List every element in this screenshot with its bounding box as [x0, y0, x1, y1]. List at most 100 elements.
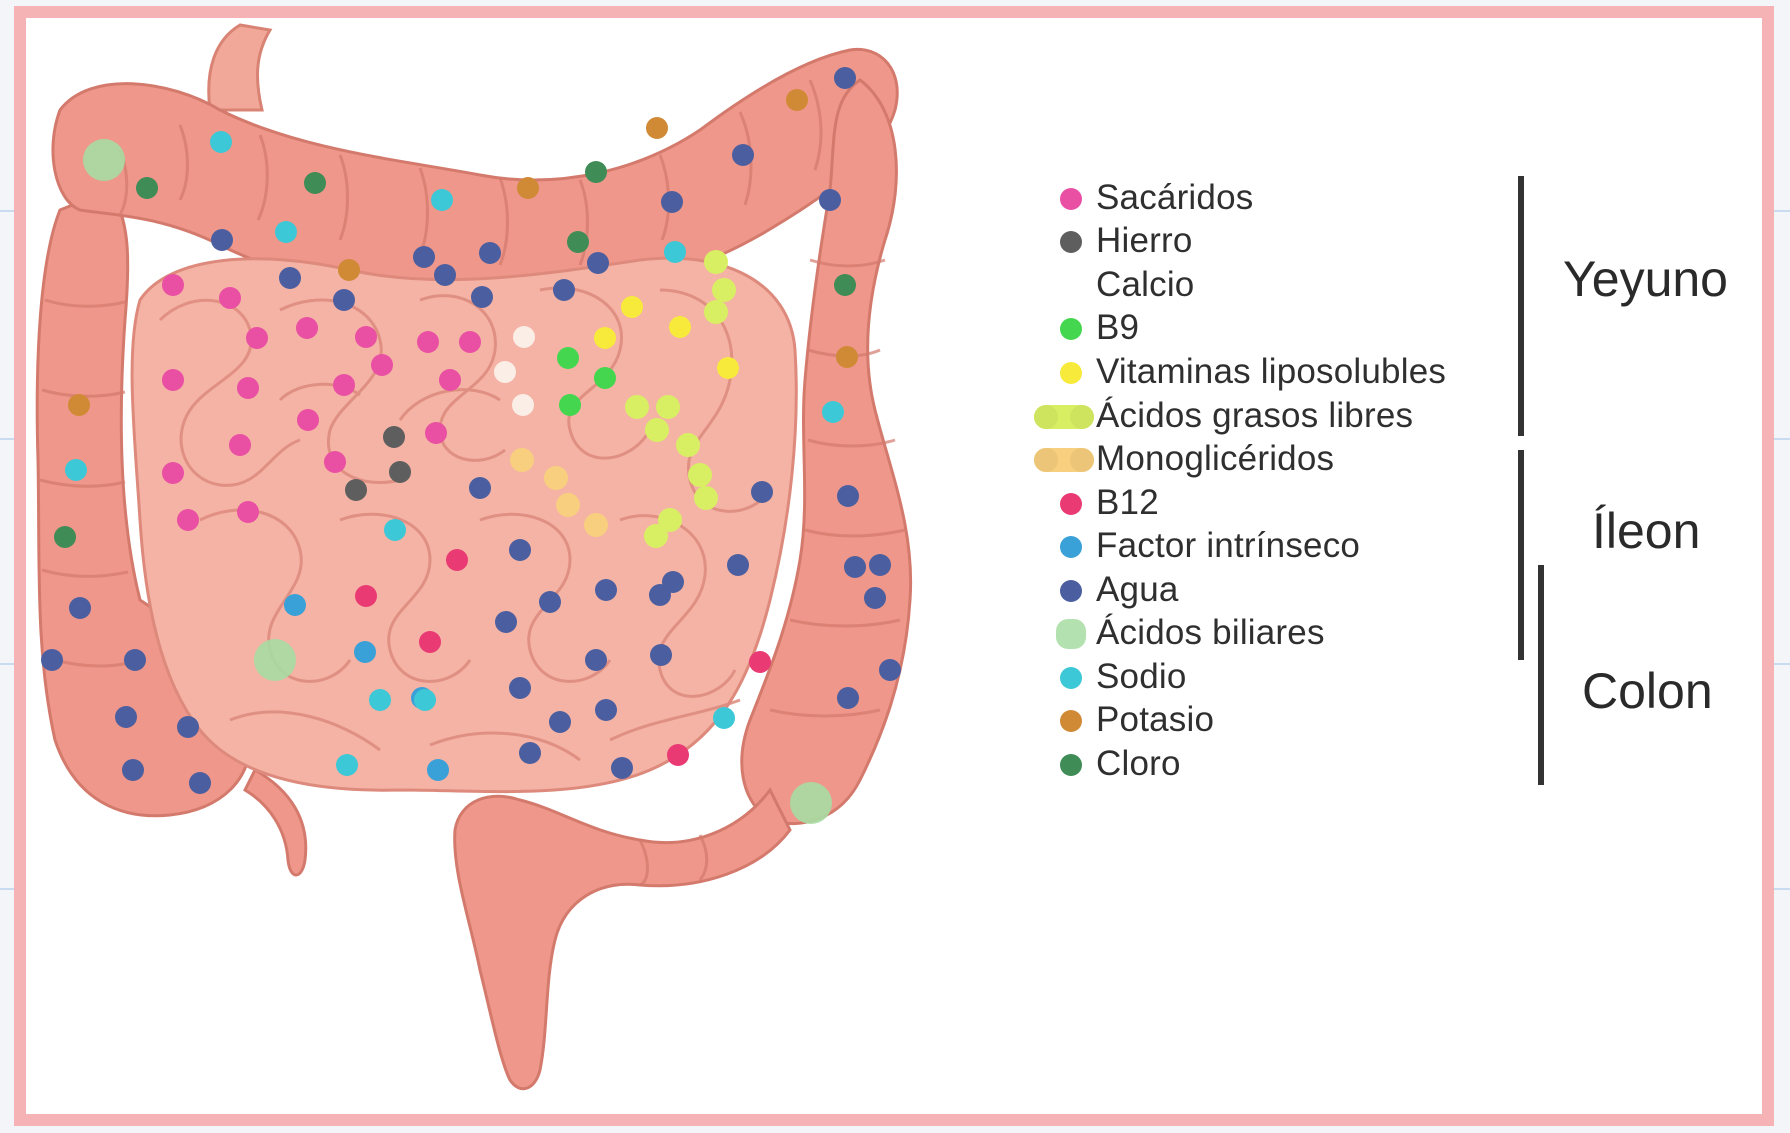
- factor-dot: [427, 759, 449, 781]
- legend-label: Factor intrínseco: [1096, 526, 1360, 566]
- agua-dot: [479, 242, 501, 264]
- agua-dot: [471, 286, 493, 308]
- agua-dot: [469, 477, 491, 499]
- agua-dot: [837, 687, 859, 709]
- agua-dot: [751, 481, 773, 503]
- legend-label: Sacáridos: [1096, 178, 1253, 218]
- legend-label: Hierro: [1096, 221, 1193, 261]
- agua-dot: [434, 264, 456, 286]
- agua-dot: [732, 144, 754, 166]
- agua-dot: [519, 742, 541, 764]
- agua-dot: [279, 267, 301, 289]
- cloro-dot: [136, 177, 158, 199]
- potasio-dot: [68, 394, 90, 416]
- agua-dot: [211, 229, 233, 251]
- monogliceridos-chain-dot: [510, 448, 534, 472]
- appendix: [245, 770, 306, 875]
- factor-swatch-icon: [1060, 536, 1082, 558]
- b9-dot: [559, 394, 581, 416]
- potasio-dot: [517, 177, 539, 199]
- legend-item-biliares: Ácidos biliares: [1018, 611, 1498, 651]
- monogliceridos-chain-dot: [556, 493, 580, 517]
- sacaridos-dot: [162, 462, 184, 484]
- region-label-colon: Colon: [1582, 662, 1713, 720]
- agua-dot: [189, 772, 211, 794]
- sodio-dot: [336, 754, 358, 776]
- legend-item-sacaridos: Sacáridos: [1018, 176, 1498, 216]
- cloro-dot: [567, 231, 589, 253]
- b9-dot: [557, 347, 579, 369]
- sacaridos-dot: [417, 331, 439, 353]
- acidos_grasos-chain-dot: [625, 395, 649, 419]
- sodio-dot: [210, 131, 232, 153]
- sodio-swatch-icon: [1060, 667, 1082, 689]
- biliares-swatch-icon: [1056, 619, 1086, 649]
- cloro-swatch-icon: [1060, 754, 1082, 776]
- legend-item-vitaminas: Vitaminas liposolubles: [1018, 350, 1498, 390]
- factor-dot: [284, 594, 306, 616]
- agua-dot: [611, 757, 633, 779]
- acidos_grasos-chain-dot: [694, 486, 718, 510]
- biliares-blob: [83, 139, 125, 181]
- sacaridos-dot: [237, 377, 259, 399]
- agua-dot: [413, 246, 435, 268]
- legend-label: Ácidos biliares: [1096, 613, 1325, 653]
- potasio-dot: [338, 259, 360, 281]
- acidos_grasos-chain-dot: [645, 418, 669, 442]
- sodio-dot: [65, 459, 87, 481]
- agua-dot: [122, 759, 144, 781]
- legend-label: Ácidos grasos libres: [1096, 396, 1413, 436]
- legend-label: Sodio: [1096, 657, 1187, 697]
- sacaridos-dot: [297, 409, 319, 431]
- agua-dot: [661, 191, 683, 213]
- potasio-dot: [836, 346, 858, 368]
- monogliceridos-chain-dot: [544, 466, 568, 490]
- b12-dot: [355, 585, 377, 607]
- hierro-dot: [383, 426, 405, 448]
- hierro-swatch-icon: [1060, 231, 1082, 253]
- acidos_grasos-chain-dot: [688, 463, 712, 487]
- sacaridos-dot: [355, 326, 377, 348]
- sodio-dot: [822, 401, 844, 423]
- agua-dot: [819, 189, 841, 211]
- acidos_grasos-chain-dot: [676, 433, 700, 457]
- agua-dot: [539, 591, 561, 613]
- vitaminas-dot: [717, 357, 739, 379]
- legend-label: Monoglicéridos: [1096, 439, 1334, 479]
- legend-item-cloro: Cloro: [1018, 742, 1498, 782]
- region-label-yeyuno: Yeyuno: [1563, 250, 1728, 308]
- agua-dot: [585, 649, 607, 671]
- sacaridos-dot: [324, 451, 346, 473]
- sodio-dot: [664, 241, 686, 263]
- agua-dot: [509, 677, 531, 699]
- sacaridos-dot: [333, 374, 355, 396]
- region-label-ileon: Íleon: [1592, 502, 1700, 560]
- legend-label: Agua: [1096, 570, 1179, 610]
- acidos_grasos-chain-dot: [656, 395, 680, 419]
- monogliceridos-swatch-icon: [1034, 448, 1094, 472]
- agua-dot: [837, 485, 859, 507]
- sodio-dot: [431, 189, 453, 211]
- calcio-dot: [494, 361, 516, 383]
- sacaridos-dot: [162, 369, 184, 391]
- yeyuno-bracket: [1518, 176, 1524, 436]
- monogliceridos-chain-dot: [584, 513, 608, 537]
- agua-dot: [553, 279, 575, 301]
- agua-dot: [879, 659, 901, 681]
- agua-dot: [595, 579, 617, 601]
- agua-dot: [41, 649, 63, 671]
- sacaridos-dot: [237, 501, 259, 523]
- ileon-bracket: [1518, 450, 1524, 660]
- factor-dot: [354, 641, 376, 663]
- agua-swatch-icon: [1060, 580, 1082, 602]
- sacaridos-dot: [219, 287, 241, 309]
- agua-dot: [549, 711, 571, 733]
- calcio-swatch-icon: [1060, 275, 1082, 297]
- agua-dot: [587, 252, 609, 274]
- legend-item-hierro: Hierro: [1018, 219, 1498, 259]
- sacaridos-dot: [439, 369, 461, 391]
- sacaridos-dot: [459, 331, 481, 353]
- legend-label: Cloro: [1096, 744, 1181, 784]
- legend-item-b9: B9: [1018, 306, 1498, 346]
- cloro-dot: [54, 526, 76, 548]
